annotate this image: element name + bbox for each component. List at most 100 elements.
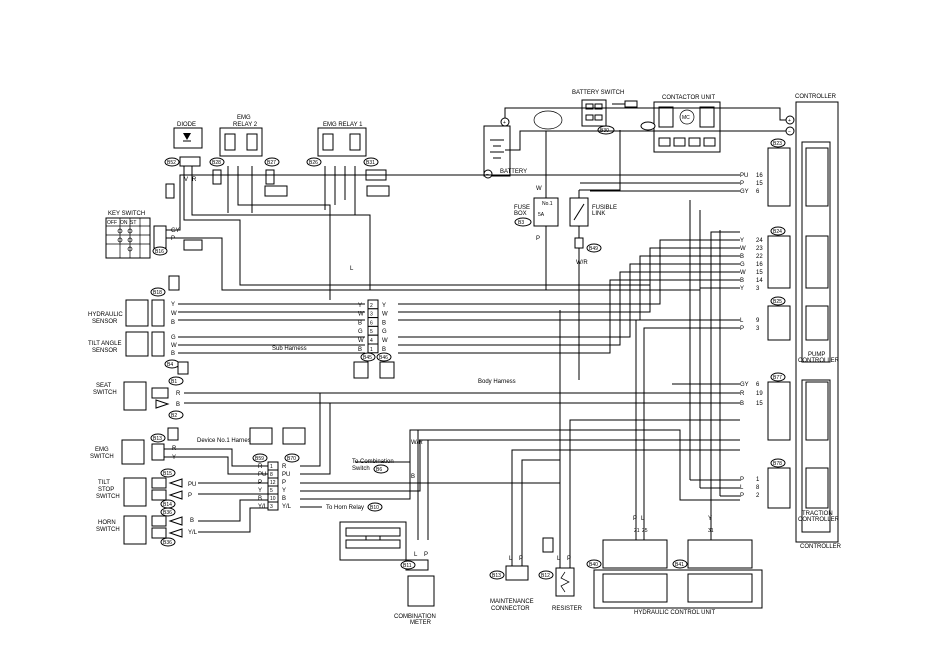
- sub-harness-left-color: Y: [358, 303, 362, 309]
- sub-harness-right-color: Y: [382, 303, 386, 309]
- svg-text:CONTROLLER: CONTROLLER: [798, 358, 840, 364]
- svg-text:CONTROLLER: CONTROLLER: [798, 517, 840, 523]
- svg-text:EMG: EMG: [95, 447, 109, 453]
- svg-text:FUSE: FUSE: [514, 205, 530, 211]
- svg-text:B24: B24: [773, 229, 782, 235]
- svg-text:P: P: [740, 477, 744, 483]
- svg-text:B23: B23: [773, 141, 782, 147]
- sub-harness-pin-number: 6: [370, 320, 373, 326]
- svg-text:16: 16: [756, 262, 763, 268]
- svg-text:23: 23: [756, 246, 763, 252]
- key-switch: KEY SWITCH OFF ON ST GY P B16: [105, 211, 203, 259]
- svg-text:21: 21: [634, 528, 640, 534]
- sub-harness-label: Sub Harness: [272, 346, 307, 352]
- svg-text:PU: PU: [740, 173, 748, 179]
- device-harness-left-color: R: [258, 464, 263, 470]
- svg-text:B25: B25: [773, 299, 782, 305]
- svg-text:SEAT: SEAT: [96, 383, 112, 389]
- hydraulic-control-unit: B40 B41 HYDRAULIC CONTROL UNIT P L Y 21 …: [586, 516, 763, 616]
- sub-harness-left-color: W: [358, 338, 364, 344]
- emg-relay-2: EMG RELAY 2 B28 B27: [209, 115, 288, 197]
- sub-harness-pin-number: 3: [370, 312, 373, 318]
- svg-text:B: B: [171, 351, 175, 357]
- device-harness-right-color: R: [282, 464, 287, 470]
- svg-text:P: P: [171, 236, 175, 242]
- sub-harness-pin-number: 1: [370, 347, 373, 353]
- svg-text:ST: ST: [130, 220, 136, 226]
- diode: DIODE B52 V R: [164, 122, 203, 199]
- svg-text:W: W: [740, 270, 746, 276]
- svg-text:Y: Y: [740, 286, 744, 292]
- svg-text:5A: 5A: [538, 212, 545, 218]
- svg-text:B28: B28: [212, 160, 221, 166]
- svg-text:MAINTENANCE: MAINTENANCE: [490, 599, 534, 605]
- sub-harness-right-color: W: [382, 338, 388, 344]
- svg-text:14: 14: [756, 278, 763, 284]
- svg-text:2: 2: [756, 493, 760, 499]
- svg-text:W: W: [171, 311, 177, 317]
- sub-harness-right-color: G: [382, 329, 387, 335]
- svg-text:3: 3: [756, 326, 760, 332]
- svg-text:No.1: No.1: [542, 201, 553, 207]
- device-harness-left-color: Y: [258, 488, 262, 494]
- svg-text:P: P: [633, 516, 637, 522]
- battery: + − BATTERY: [483, 110, 563, 179]
- device-harness-pin-number: 12: [270, 480, 276, 486]
- svg-text:W: W: [536, 186, 542, 192]
- sub-harness-left-color: G: [358, 329, 363, 335]
- svg-text:B41: B41: [675, 562, 684, 568]
- svg-text:B36: B36: [163, 510, 172, 516]
- svg-text:METER: METER: [410, 620, 432, 626]
- svg-text:Y/L: Y/L: [188, 530, 198, 536]
- diode-label: DIODE: [177, 122, 196, 128]
- svg-text:B26: B26: [309, 160, 318, 166]
- battery-switch-connector: [597, 125, 615, 135]
- svg-text:TRACTION: TRACTION: [802, 511, 833, 517]
- svg-text:P: P: [740, 493, 744, 499]
- svg-text:16: 16: [756, 173, 763, 179]
- device-harness-right-color: P: [282, 480, 286, 486]
- seat-switch: SEAT SWITCH R B B1 B2: [93, 376, 184, 420]
- svg-text:L: L: [557, 556, 561, 562]
- emg-relay-1: EMG RELAY 1 B26 B31: [306, 122, 390, 197]
- svg-text:B: B: [190, 518, 194, 524]
- cable-clamp: [533, 110, 563, 130]
- sub-harness-left-color: W: [358, 312, 364, 318]
- svg-text:B49: B49: [589, 246, 598, 252]
- device-harness-left-color: PU: [258, 472, 266, 478]
- svg-text:EMG: EMG: [237, 115, 251, 121]
- svg-text:B59: B59: [255, 456, 264, 462]
- svg-text:R: R: [192, 177, 197, 183]
- svg-text:1: 1: [756, 477, 760, 483]
- svg-text:B4: B4: [167, 362, 173, 368]
- contactor-unit-label: CONTACTOR UNIT: [662, 95, 715, 101]
- svg-text:G: G: [171, 335, 176, 341]
- battery-label: BATTERY: [500, 169, 527, 175]
- svg-text:G: G: [740, 262, 745, 268]
- svg-text:To Combination: To Combination: [352, 459, 394, 465]
- device-harness-right-color: PU: [282, 472, 290, 478]
- svg-text:Y: Y: [708, 516, 712, 522]
- svg-text:B31: B31: [366, 160, 375, 166]
- tilt-angle-sensor: TILT ANGLE SENSOR G W B B4: [88, 331, 189, 375]
- svg-text:HYDRAULIC: HYDRAULIC: [88, 312, 123, 318]
- controller-label: CONTROLLER: [795, 94, 837, 100]
- svg-text:ON: ON: [120, 220, 128, 226]
- svg-text:GY: GY: [740, 189, 749, 195]
- svg-text:PU: PU: [188, 482, 196, 488]
- svg-text:L: L: [740, 485, 744, 491]
- svg-text:15: 15: [756, 181, 763, 187]
- svg-text:+: +: [503, 120, 506, 126]
- svg-text:15: 15: [756, 401, 763, 407]
- svg-text:B18: B18: [153, 290, 162, 296]
- svg-text:HORN: HORN: [98, 520, 116, 526]
- svg-text:B45: B45: [363, 355, 372, 361]
- svg-text:B77: B77: [773, 375, 782, 381]
- svg-text:CONNECTOR: CONNECTOR: [491, 606, 530, 612]
- device-harness-left-color: P: [258, 480, 262, 486]
- device-harness-pin-number: 1: [270, 464, 273, 470]
- svg-text:P: P: [567, 556, 571, 562]
